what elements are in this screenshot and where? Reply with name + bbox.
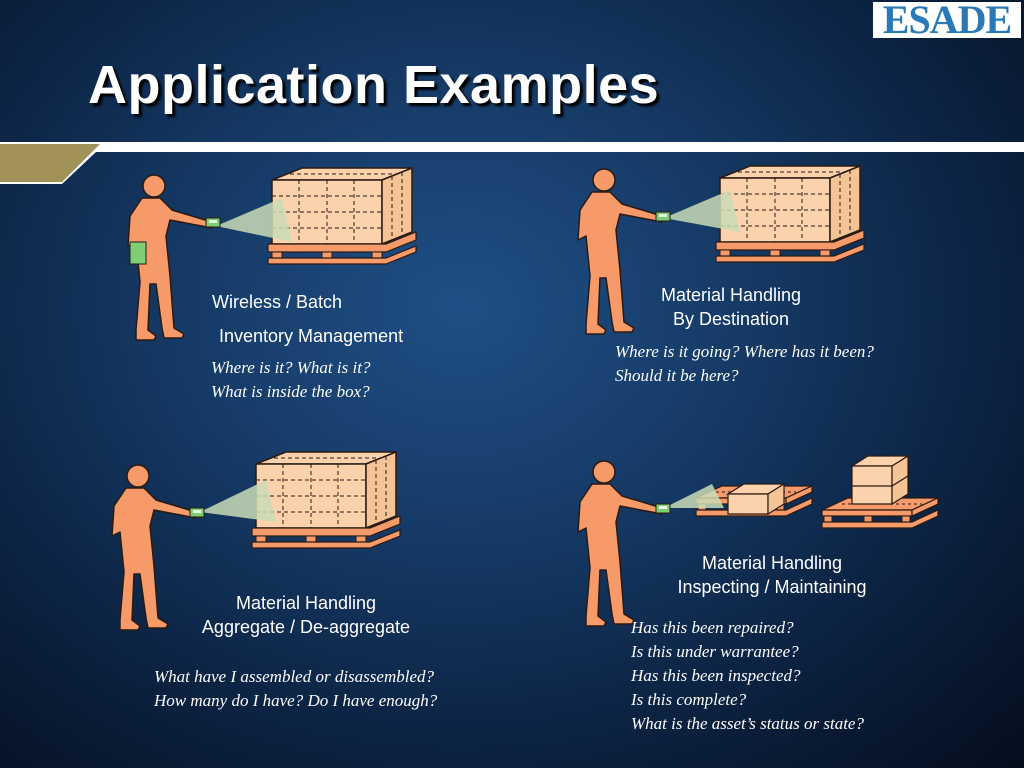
panel4-question: Has this been inspected? <box>631 666 801 685</box>
panel4-question: What is the asset’s status or state? <box>631 714 864 733</box>
panel1-heading-line2: Inventory Management <box>219 326 404 346</box>
panel3-heading-line1: Material Handling <box>235 593 377 613</box>
panel4-question: Is this complete? <box>631 690 747 709</box>
panel2-heading-line2: By Destination <box>672 309 790 329</box>
panel3-question: How many do I have? Do I have enough? <box>154 691 438 710</box>
panel4-question: Is this under warrantee? <box>631 642 799 661</box>
panel3-heading-line2: Aggregate / De-aggregate <box>201 617 411 637</box>
panel4-question: Has this been repaired? <box>631 618 794 637</box>
panel1-question: Where is it? What is it? <box>211 358 371 377</box>
panel2-heading-line1: Material Handling <box>660 285 802 305</box>
panel3-question: What have I assembled or disassembled? <box>154 667 434 686</box>
panel2-questions: Where is it going? Where has it been? Sh… <box>615 340 874 388</box>
panel1-questions: Where is it? What is it? What is inside … <box>211 356 370 404</box>
panel1-question: What is inside the box? <box>211 382 370 401</box>
panel4-questions: Has this been repaired? Is this under wa… <box>631 616 864 736</box>
panel3-heading: Material Handling Aggregate / De-aggrega… <box>186 591 426 639</box>
header-band <box>0 142 1024 184</box>
panel4-heading: Material Handling Inspecting / Maintaini… <box>652 551 892 599</box>
header-band-gold <box>0 144 100 182</box>
panel3-questions: What have I assembled or disassembled? H… <box>154 665 437 713</box>
panel1-heading-line1: Wireless / Batch <box>212 292 343 312</box>
panel2-question: Should it be here? <box>615 366 739 385</box>
esade-logo: ESADE <box>873 0 1021 40</box>
page-title: Application Examples <box>88 55 660 115</box>
panel3-illustration <box>111 451 401 631</box>
panel4-illustration <box>577 455 939 627</box>
panel4-heading-line2: Inspecting / Maintaining <box>677 577 867 597</box>
panel2-heading: Material Handling By Destination <box>631 283 831 331</box>
panel2-illustration <box>577 165 865 335</box>
panel4-heading-line1: Material Handling <box>701 553 843 573</box>
panel1-illustration <box>127 167 417 341</box>
panel2-question: Where is it going? Where has it been? <box>615 342 874 361</box>
header-band-white <box>0 142 1024 184</box>
